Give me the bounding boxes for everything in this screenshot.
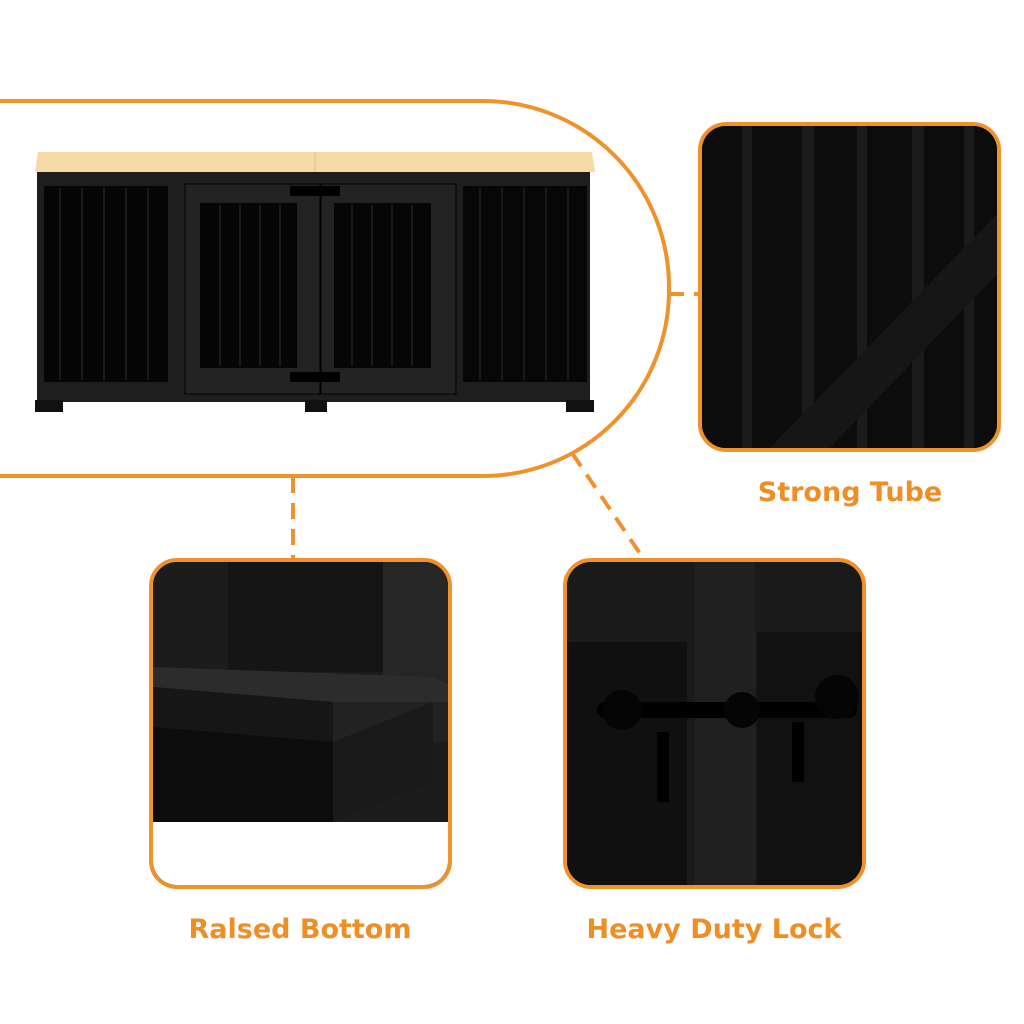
heavy-duty-lock-detail-image (563, 558, 866, 889)
product-overview-frame (0, 99, 671, 478)
feature-label-raised-bottom: Ralsed Bottom (188, 914, 412, 945)
feature-label-heavy-duty-lock: Heavy Duty Lock (586, 914, 842, 945)
strong-tube-detail-image (698, 122, 1001, 452)
dog-crate-cabinet-image (35, 152, 595, 412)
raised-bottom-detail-image (149, 558, 452, 889)
feature-label-strong-tube: Strong Tube (757, 477, 943, 508)
